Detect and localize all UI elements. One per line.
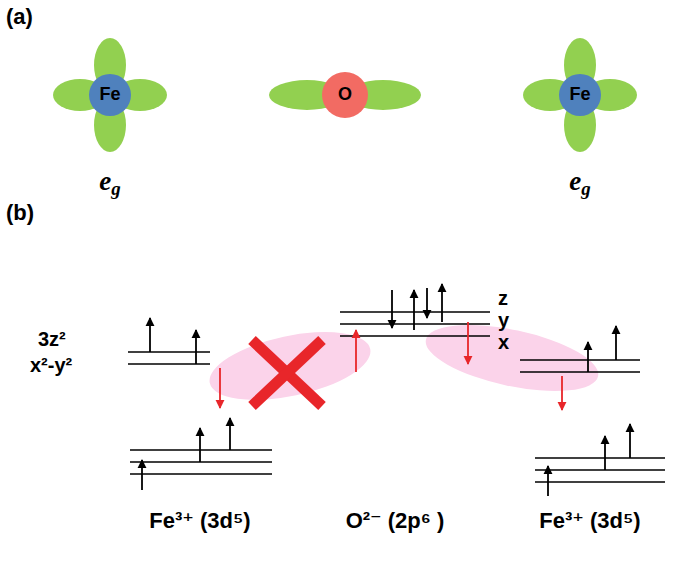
spin-up-arrow bbox=[547, 466, 549, 496]
exchange-ellipse bbox=[420, 312, 604, 403]
energy-level bbox=[340, 311, 490, 313]
spin-up-arrow bbox=[615, 326, 617, 360]
spin-up-arrow bbox=[199, 428, 201, 462]
energy-level bbox=[128, 351, 210, 353]
spin-up-arrow bbox=[229, 418, 231, 450]
orbital-label: x²-y² bbox=[30, 354, 72, 377]
ion-label: O²⁻ (2p⁶ ) bbox=[346, 508, 445, 533]
spin-up-arrow bbox=[587, 342, 589, 372]
spin-down-arrow bbox=[426, 288, 428, 318]
atom-symbol: Fe bbox=[569, 85, 590, 105]
spin-up-arrow bbox=[629, 424, 631, 458]
ion-label: Fe³⁺ (3d⁵) bbox=[539, 508, 640, 533]
atom-circle: O bbox=[322, 72, 368, 118]
energy-level bbox=[520, 371, 640, 373]
exchange-ellipse bbox=[204, 320, 377, 413]
cross-bar bbox=[252, 340, 322, 406]
energy-level bbox=[130, 449, 272, 451]
spin-arrows bbox=[142, 284, 630, 496]
spin-up-arrow bbox=[141, 460, 143, 490]
spin-up-arrow bbox=[413, 290, 415, 330]
forbidden-cross bbox=[252, 340, 322, 406]
energy-level bbox=[130, 461, 272, 463]
spin-down-arrow bbox=[467, 322, 469, 364]
energy-level bbox=[130, 473, 272, 475]
orbital-label: y bbox=[498, 309, 509, 332]
energy-level bbox=[535, 469, 665, 471]
spin-down-arrow bbox=[219, 368, 221, 408]
cross-bar bbox=[252, 340, 322, 406]
energy-levels bbox=[128, 312, 665, 482]
energy-level bbox=[535, 481, 665, 483]
orbital-label: x bbox=[498, 331, 509, 354]
atom-circle: Fe bbox=[89, 74, 131, 116]
orbital-label: 3z² bbox=[38, 328, 66, 351]
eg-orbital-lobes bbox=[53, 38, 637, 152]
spin-up-arrow bbox=[149, 318, 151, 352]
ion-label: Fe³⁺ (3d⁵) bbox=[149, 508, 250, 533]
spin-up-arrow bbox=[355, 330, 357, 372]
atom-symbol: O bbox=[338, 85, 352, 105]
panel-label: (b) bbox=[6, 200, 34, 225]
atom-symbol: Fe bbox=[99, 85, 120, 105]
orbital-label: z bbox=[498, 287, 508, 310]
spin-up-arrow bbox=[195, 330, 197, 364]
energy-level bbox=[535, 457, 665, 459]
spin-up-arrow bbox=[441, 284, 443, 322]
exchange-spin-arrows bbox=[220, 322, 562, 410]
spin-up-arrow bbox=[604, 436, 606, 470]
energy-level bbox=[520, 359, 640, 361]
panel-label: (a) bbox=[6, 4, 33, 29]
orbital-symbol: eg bbox=[99, 166, 120, 197]
orbital-symbol: eg bbox=[569, 166, 590, 197]
spin-down-arrow bbox=[391, 290, 393, 328]
atom-circle: Fe bbox=[559, 74, 601, 116]
energy-level bbox=[128, 363, 210, 365]
spin-down-arrow bbox=[561, 376, 563, 410]
